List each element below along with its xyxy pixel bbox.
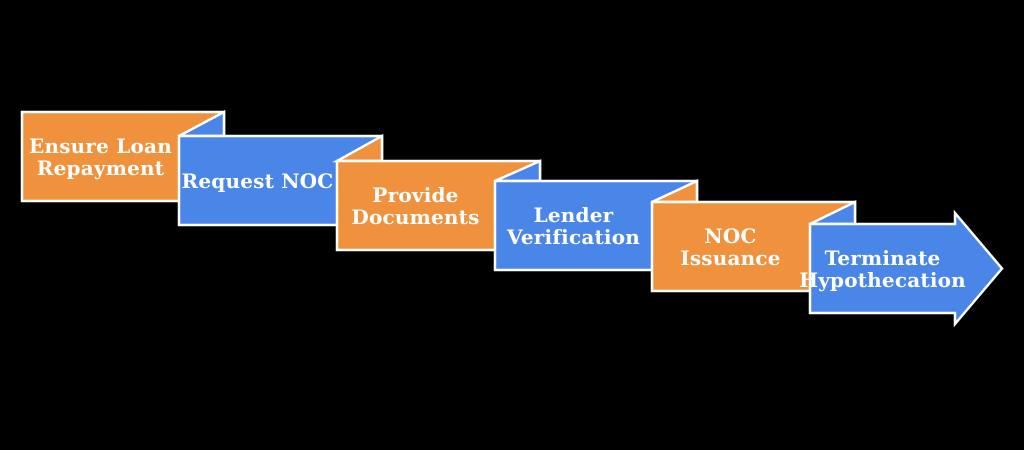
step-6-arrow-box	[808, 209, 1004, 328]
